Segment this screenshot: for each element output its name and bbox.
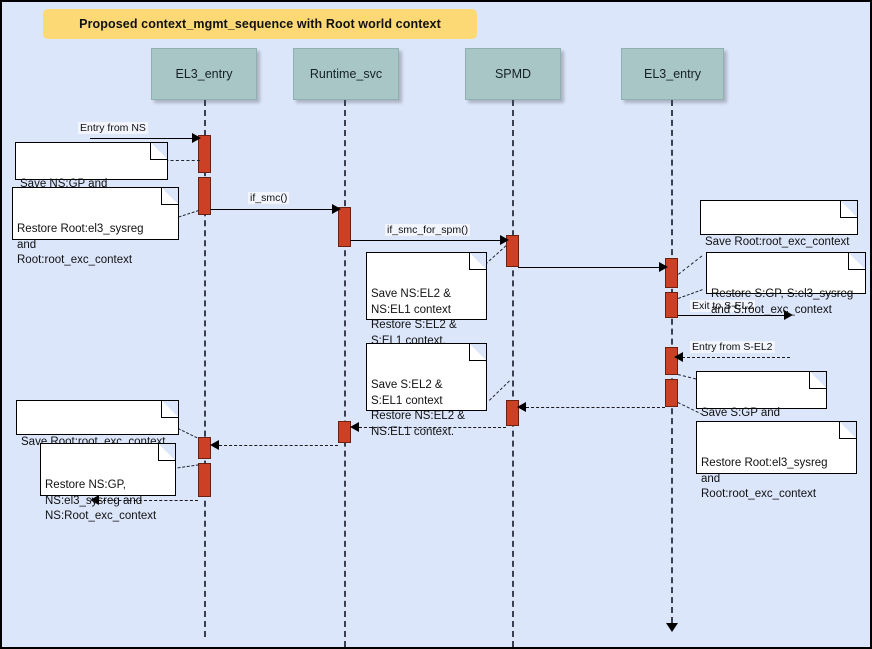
- arrowhead-icon: [210, 440, 219, 450]
- message-line-return-el3-right-to-spmd: [526, 407, 665, 408]
- note-text: Save NS:EL2 & NS:EL1 context Restore S:E…: [371, 288, 457, 347]
- message-line-return-el3-left-external: [98, 500, 198, 501]
- note-fold-icon: [161, 401, 178, 418]
- note-fold-icon: [161, 188, 178, 205]
- note-leader-1: [160, 160, 200, 161]
- note-text: Restore S:GP, S:el3_sysreg and S:root_ex…: [711, 288, 854, 316]
- arrowhead-icon: [674, 352, 683, 362]
- activation-spmd-2: [506, 400, 519, 426]
- arrowhead-icon: [517, 402, 526, 412]
- note-fold-icon: [469, 344, 486, 361]
- message-label-if-smc: if_smc(): [248, 192, 290, 204]
- lifeline-end-arrow-icon: [666, 623, 678, 632]
- message-line-if-smc-for-spm: [350, 240, 502, 241]
- activation-spmd-1: [506, 235, 519, 267]
- note-fold-icon: [839, 422, 856, 439]
- note-fold-icon: [848, 253, 865, 270]
- note-leader-10: [173, 464, 199, 469]
- note-text: Save Root:root_exc_context: [705, 236, 850, 248]
- note-restore-root-el3-sysreg-1: Restore Root:el3_sysreg and Root:root_ex…: [12, 187, 179, 266]
- participant-el3-entry-left[interactable]: EL3_entry: [151, 48, 257, 100]
- message-line-if-smc: [210, 209, 334, 210]
- note-text: Restore Root:el3_sysreg and Root:root_ex…: [17, 223, 144, 266]
- activation-el3-entry-right-1: [665, 258, 678, 288]
- note-text: Restore Root:el3_sysreg and Root:root_ex…: [701, 457, 828, 500]
- diagram-title-banner: Proposed context_mgmt_sequence with Root…: [43, 9, 477, 39]
- diagram-title: Proposed context_mgmt_sequence with Root…: [79, 17, 441, 31]
- note-restore-root-el3-sysreg-2: Restore Root:el3_sysreg and Root:root_ex…: [696, 421, 857, 500]
- note-fold-icon: [158, 444, 175, 461]
- activation-el3-entry-left-2: [198, 177, 211, 215]
- note-restore-s-gp: Restore S:GP, S:el3_sysreg and S:root_ex…: [706, 252, 866, 316]
- message-line-return-spmd-to-runtime: [359, 427, 506, 428]
- participant-runtime-svc[interactable]: Runtime_svc: [293, 48, 399, 100]
- participant-label: SPMD: [494, 67, 532, 81]
- participant-label: Runtime_svc: [309, 67, 383, 81]
- note-text: Save S:EL2 & S:EL1 context Restore NS:EL…: [371, 379, 465, 438]
- arrowhead-icon: [659, 262, 668, 272]
- arrowhead-icon: [784, 310, 793, 320]
- note-fold-icon: [150, 143, 167, 160]
- participant-el3-entry-right[interactable]: EL3_entry: [621, 48, 724, 100]
- activation-runtime-svc-2: [338, 421, 351, 443]
- arrowhead-icon: [332, 204, 341, 214]
- note-fold-icon: [809, 372, 826, 389]
- arrowhead-icon: [192, 133, 201, 143]
- lifeline-el3-entry-left: [204, 100, 206, 637]
- message-label-if-smc-for-spm: if_smc_for_spm(): [385, 224, 471, 236]
- activation-runtime-svc-1: [338, 207, 351, 247]
- note-leader-4: [678, 255, 703, 275]
- message-line-entry-from-ns: [90, 138, 194, 139]
- note-leader-6: [489, 380, 510, 401]
- message-label-entry-from-ns: Entry from NS: [78, 122, 148, 134]
- arrowhead-icon: [350, 422, 359, 432]
- note-save-root-exc-context-1: Save Root:root_exc_context: [700, 200, 858, 248]
- message-line-entry-from-sel2: [682, 357, 790, 358]
- message-line-exit-to-sel2: [678, 315, 786, 316]
- participant-label: EL3_entry: [644, 67, 701, 81]
- note-leader-3: [485, 245, 507, 265]
- note-save-s-el2-restore-ns-el2: Save S:EL2 & S:EL1 context Restore NS:EL…: [366, 343, 487, 438]
- note-save-root-exc-context-2: Save Root:root_exc_context: [16, 400, 179, 448]
- arrowhead-icon: [90, 495, 99, 505]
- message-line-spmd-to-el3-right: [518, 267, 661, 268]
- activation-el3-entry-right-4: [665, 379, 678, 407]
- lifeline-runtime-svc: [344, 100, 346, 647]
- note-fold-icon: [840, 201, 857, 218]
- note-leader-5: [678, 289, 703, 299]
- arrowhead-icon: [500, 235, 509, 245]
- activation-el3-entry-left-1: [198, 135, 211, 173]
- message-label-entry-from-sel2: Entry from S-EL2: [690, 341, 775, 353]
- participant-spmd[interactable]: SPMD: [465, 48, 561, 100]
- lifeline-spmd: [512, 100, 514, 647]
- message-label-exit-to-sel2: Exit to S-EL2: [690, 300, 756, 312]
- note-restore-ns-gp: Restore NS:GP, NS:el3_sysreg and NS:Root…: [40, 443, 176, 522]
- participant-label: EL3_entry: [175, 67, 233, 81]
- note-save-s-gp: Save S:GP and S:root_exc_context: [696, 371, 827, 435]
- message-line-return-runtime-to-el3-left: [219, 445, 338, 446]
- note-text: Restore NS:GP, NS:el3_sysreg and NS:Root…: [45, 479, 157, 522]
- activation-el3-entry-right-2: [665, 292, 678, 318]
- note-save-ns-el2-restore-s-el2: Save NS:EL2 & NS:EL1 context Restore S:E…: [366, 252, 487, 347]
- note-fold-icon: [469, 253, 486, 270]
- note-save-ns-gp: Save NS:GP and NS:Root_exc_context: [15, 142, 168, 206]
- activation-el3-entry-left-4: [198, 463, 211, 497]
